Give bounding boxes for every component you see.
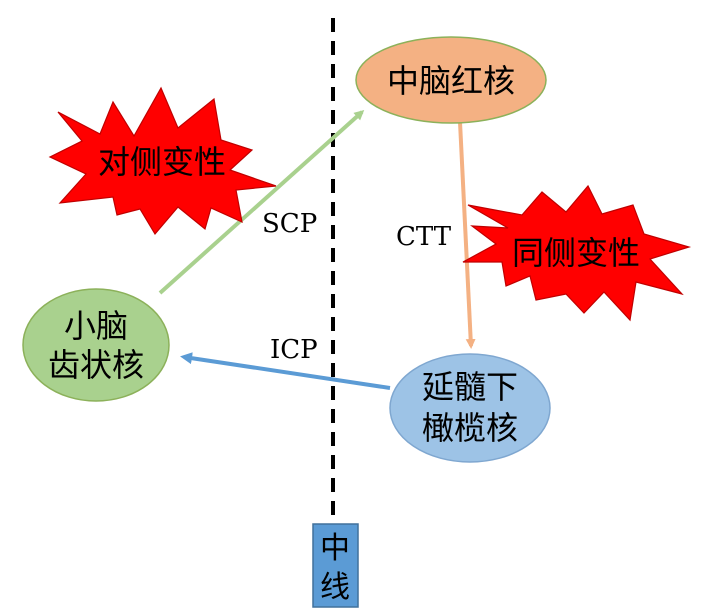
red-nucleus-label: 中脑红核 <box>387 62 515 100</box>
dentate-label-line2: 齿状核 <box>48 346 144 384</box>
midline-label-box: 中 线 <box>312 523 359 608</box>
olive-label-line1: 延髓下 <box>422 368 518 406</box>
scp-arrow <box>158 109 365 295</box>
icp-label: ICP <box>270 335 318 365</box>
inferior-olive-node: 延髓下 橄榄核 <box>389 353 551 463</box>
ipsilateral-burst-label: 同侧变性 <box>512 234 640 272</box>
red-nucleus-node: 中脑红核 <box>355 36 547 124</box>
midline-label-line2: 线 <box>320 570 350 605</box>
dentate-label-line1: 小脑 <box>64 307 128 345</box>
ctt-label: CTT <box>396 222 452 252</box>
contralateral-burst: 对侧变性 <box>48 86 277 236</box>
ipsilateral-burst: 同侧变性 <box>462 184 692 322</box>
contralateral-burst-label: 对侧变性 <box>98 143 226 181</box>
midline-label-line1: 中 <box>320 531 350 566</box>
scp-label: SCP <box>262 209 317 239</box>
dentate-nucleus-node: 小脑 齿状核 <box>22 288 170 402</box>
ctt-arrow <box>458 121 476 349</box>
icp-arrow <box>180 352 391 390</box>
olive-label-line2: 橄榄核 <box>422 409 518 447</box>
